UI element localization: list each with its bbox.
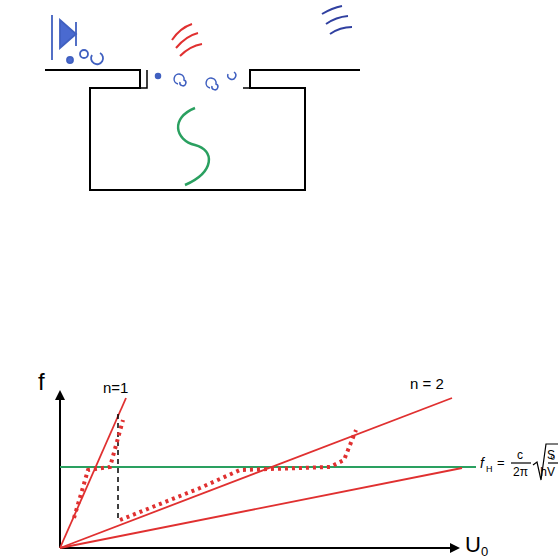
sound-arcs-red	[172, 24, 202, 56]
mode-lines	[60, 398, 462, 548]
formula-subscript: H	[486, 465, 493, 474]
formula-symbol: c	[517, 449, 523, 461]
sound-arcs-blue	[322, 6, 352, 34]
axis-label: f	[38, 370, 45, 394]
curve-label: n = 2	[410, 376, 444, 391]
axes	[60, 392, 458, 548]
formula-symbol: 2π	[513, 466, 528, 478]
acoustic-mode	[178, 108, 209, 185]
formula-strokes	[511, 444, 558, 480]
axis-label: U	[465, 534, 481, 556]
measured-frequency	[74, 420, 356, 520]
formula-symbol: hV	[540, 466, 555, 478]
formula-subscript: 0	[551, 454, 555, 462]
flow-icon	[52, 15, 103, 64]
curve-label: n=1	[103, 380, 128, 395]
resonator	[45, 70, 360, 190]
jump-line	[117, 414, 119, 518]
vortices	[156, 72, 236, 90]
axis-subscript: 0	[481, 545, 488, 558]
formula-symbol: f	[480, 456, 484, 470]
formula-symbol: =	[497, 456, 505, 469]
